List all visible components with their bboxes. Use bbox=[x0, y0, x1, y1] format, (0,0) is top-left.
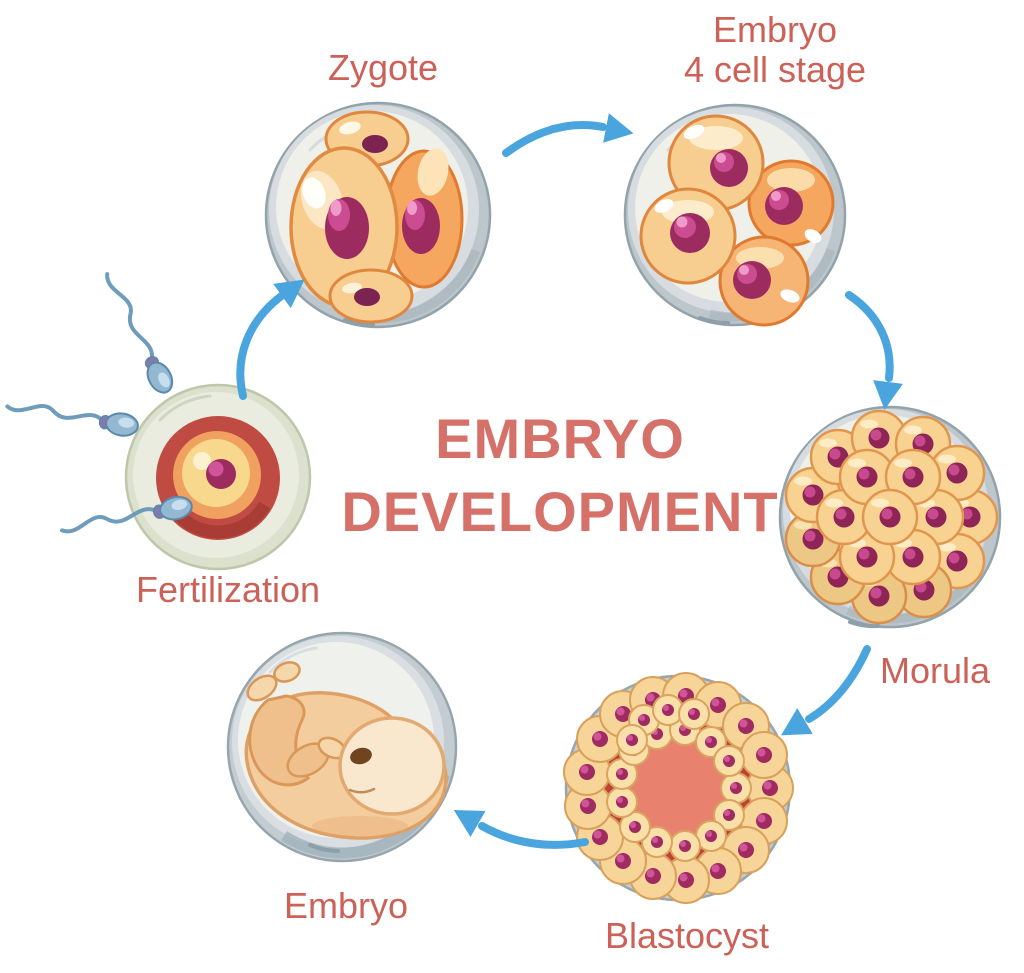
inner-cell-mass-cell bbox=[652, 694, 684, 726]
shell-texture bbox=[158, 394, 212, 422]
zygote-cell-right bbox=[384, 148, 464, 289]
egg-icon bbox=[124, 383, 312, 571]
four-cell-embryo-illustration bbox=[623, 103, 847, 327]
stage-label-embryo: Embryo bbox=[283, 885, 409, 926]
arrow-blastocyst-to-embryo bbox=[446, 797, 589, 849]
blastocyst-cell bbox=[669, 830, 701, 862]
four-cell-label-line2: 4 cell stage bbox=[683, 49, 867, 91]
stage-label-fertilization: Fertilization bbox=[135, 569, 321, 610]
blastocyst-cell bbox=[713, 745, 745, 777]
inner-cell-mass-cell bbox=[678, 698, 710, 730]
arrowhead-icon bbox=[603, 113, 637, 149]
egg-glint bbox=[193, 452, 211, 470]
zygote-illustration bbox=[264, 101, 492, 329]
zygote-cell-left bbox=[289, 146, 399, 308]
shell-mark bbox=[308, 843, 340, 853]
diagram-title: EMBRYO DEVELOPMENT bbox=[341, 407, 779, 543]
fetus-mouth bbox=[348, 787, 376, 794]
arrow-morula-to-blastocyst bbox=[773, 645, 871, 749]
inner-cell-mass-cell bbox=[616, 724, 648, 756]
arrow-fertilization-to-zygote bbox=[236, 267, 314, 400]
shell-texture bbox=[268, 646, 318, 674]
embryo-fetus-illustration bbox=[226, 631, 458, 863]
stage-label-zygote: Zygote bbox=[327, 47, 439, 88]
stage-label-four-cell: Embryo 4 cell stage bbox=[650, 9, 900, 91]
four-cell-label-line1: Embryo bbox=[712, 9, 838, 50]
stage-label-morula: Morula bbox=[879, 650, 991, 691]
blastocyst-cell bbox=[606, 786, 638, 818]
blastocyst-cell bbox=[720, 772, 752, 804]
sperm-icon bbox=[96, 270, 177, 397]
fertilization-stage bbox=[3, 270, 312, 571]
blastocyst-cell bbox=[740, 731, 788, 779]
morula-illustration bbox=[778, 405, 1002, 629]
blastomere-cell bbox=[667, 114, 765, 212]
arrowhead-icon bbox=[446, 797, 486, 837]
morula-cell bbox=[861, 488, 919, 546]
shell-mark bbox=[343, 318, 375, 327]
shell-mark bbox=[698, 316, 730, 325]
blastomere-cell bbox=[639, 187, 737, 285]
blastocoel-cavity bbox=[622, 732, 738, 848]
zygote-cell-bottom bbox=[328, 268, 414, 324]
stage-label-blastocyst: Blastocyst bbox=[604, 915, 770, 956]
arrow-four-cell-to-morula bbox=[845, 291, 903, 412]
shell-mark bbox=[848, 620, 880, 629]
blastocyst-illustration bbox=[563, 672, 794, 904]
fetus-head bbox=[338, 716, 446, 816]
arrow-zygote-to-four-cell bbox=[502, 113, 637, 157]
blastomere-cell bbox=[718, 235, 810, 327]
fetus-eye bbox=[350, 747, 372, 765]
sperm-icon bbox=[3, 395, 142, 440]
fetus-icon bbox=[244, 661, 448, 840]
